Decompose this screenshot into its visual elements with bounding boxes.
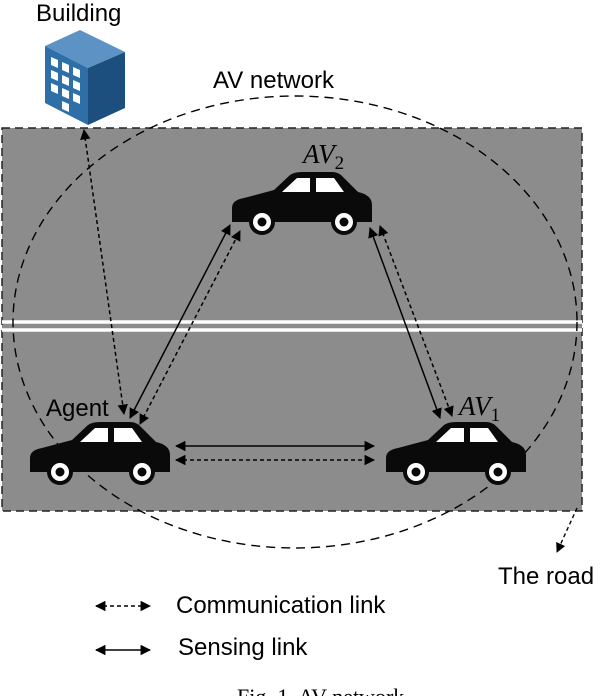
av-network-boundary	[12, 95, 578, 549]
road-label: The road	[498, 563, 594, 590]
agent-label: Agent	[46, 395, 109, 422]
av2-label: AV2	[301, 139, 344, 174]
legend-communication-label: Communication link	[176, 592, 386, 619]
road-pointer	[556, 507, 578, 553]
building-icon	[45, 30, 125, 125]
legend: Communication link Sensing link	[94, 592, 386, 661]
av2-av1-communication-link	[378, 225, 454, 417]
figure-caption: Fig. 1. AV network	[237, 684, 404, 696]
av1-label: AV1	[457, 391, 500, 426]
legend-sensing-label: Sensing link	[178, 634, 308, 661]
network-label: AV network	[213, 67, 335, 94]
building-label: Building	[36, 0, 121, 27]
building-agent-communication-link	[80, 128, 128, 416]
agent-av2-communication-link	[139, 230, 241, 425]
